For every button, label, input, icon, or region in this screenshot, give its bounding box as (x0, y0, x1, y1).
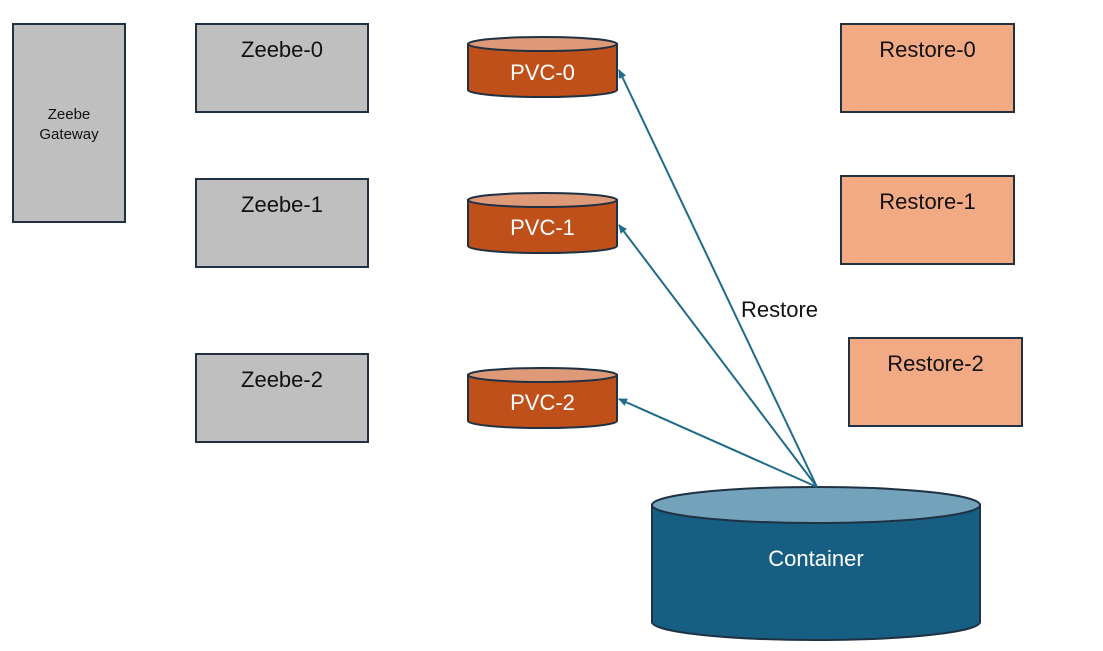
restore-2-label: Restore-2 (887, 351, 984, 376)
container-cylinder: Container (651, 486, 981, 641)
restore-1-box: Restore-1 (840, 175, 1015, 265)
container-label: Container (768, 546, 863, 571)
pvc-0-label: PVC-0 (510, 60, 575, 85)
restore-1-label: Restore-1 (879, 189, 976, 214)
zeebe-0-label: Zeebe-0 (241, 37, 323, 62)
restore-arrow-to-pvc-2 (618, 398, 818, 488)
zeebe-2-box: Zeebe-2 (195, 353, 369, 443)
restore-arrow-to-pvc-0 (618, 69, 818, 488)
restore-0-box: Restore-0 (840, 23, 1015, 113)
restore-arrow-to-pvc-1 (618, 224, 818, 488)
restore-0-label: Restore-0 (879, 37, 976, 62)
pvc-1-cylinder: PVC-1 (467, 192, 618, 255)
pvc-1-label: PVC-1 (510, 215, 575, 240)
restore-edge-label: Restore (741, 297, 818, 322)
restore-2-box: Restore-2 (848, 337, 1023, 427)
zeebe-1-label: Zeebe-1 (241, 192, 323, 217)
zeebe-0-box: Zeebe-0 (195, 23, 369, 113)
pvc-2-cylinder: PVC-2 (467, 367, 618, 430)
zeebe-gateway-label: Zeebe Gateway (39, 106, 99, 143)
pvc-2-label: PVC-2 (510, 390, 575, 415)
pvc-0-cylinder: PVC-0 (467, 36, 618, 99)
zeebe-2-label: Zeebe-2 (241, 367, 323, 392)
zeebe-1-box: Zeebe-1 (195, 178, 369, 268)
zeebe-gateway-box: Zeebe Gateway (12, 23, 126, 223)
